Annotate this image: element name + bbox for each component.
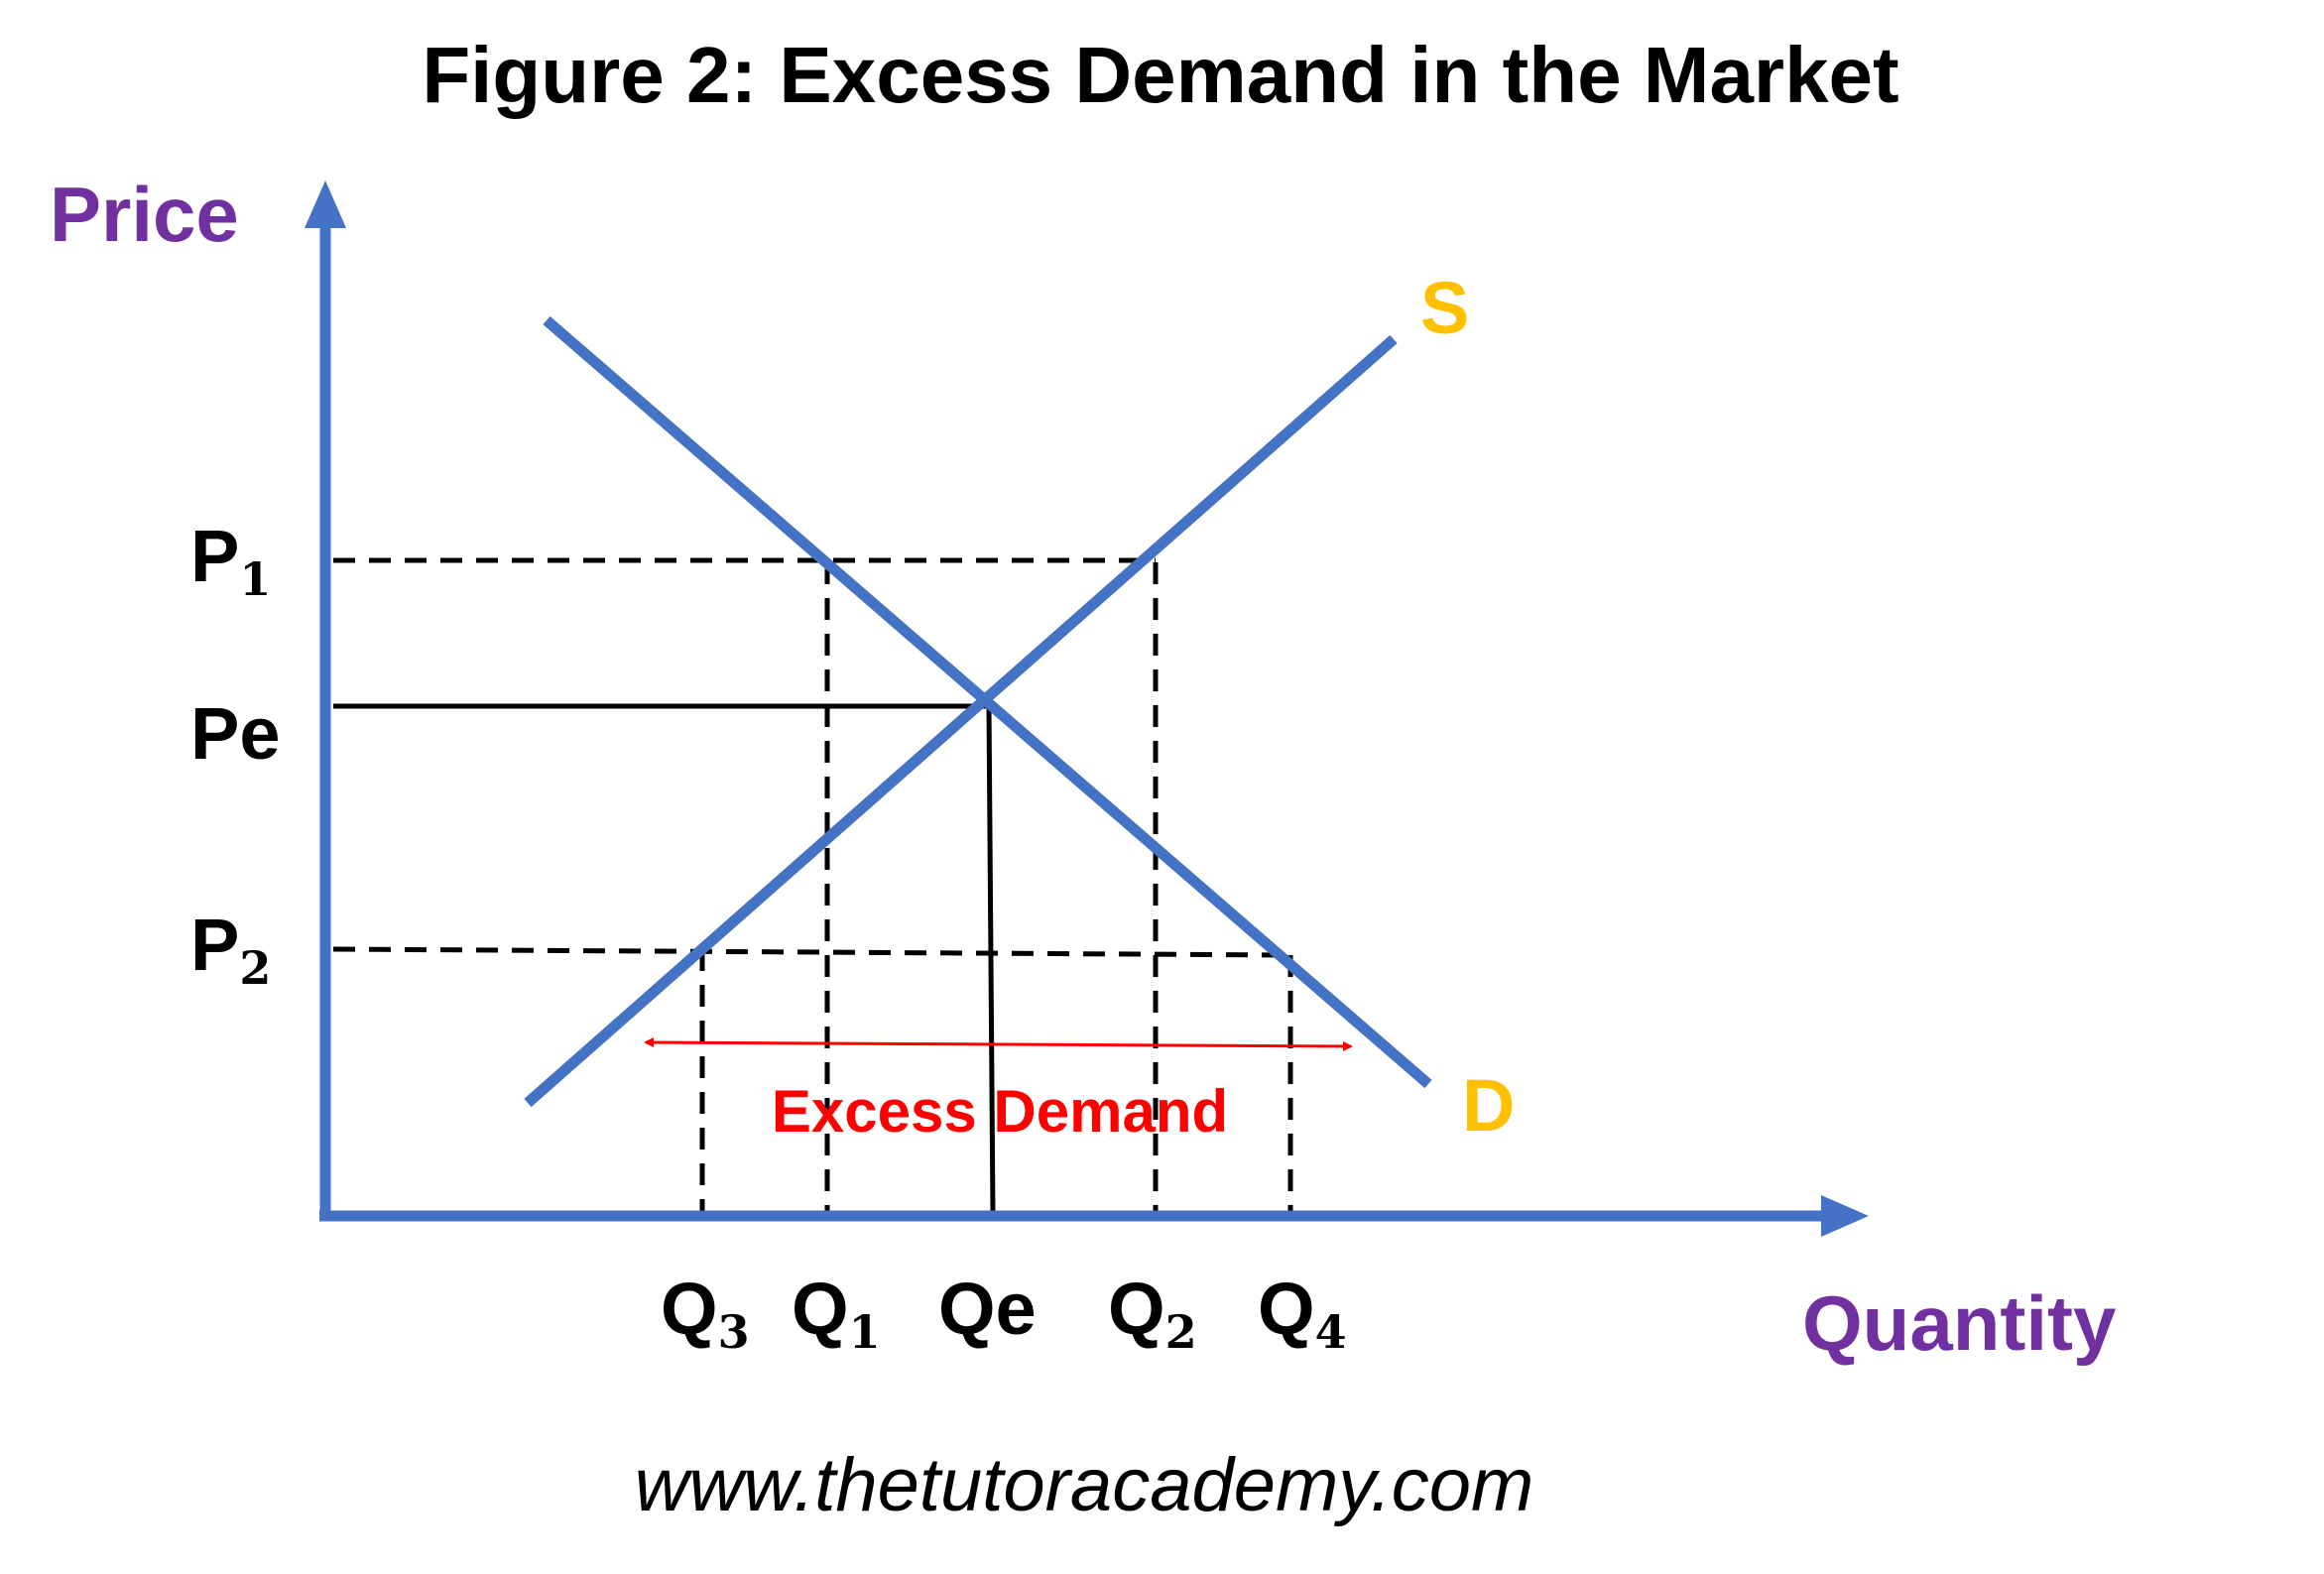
quantity-label-q4: Q4 (1258, 1268, 1347, 1359)
website-footer: www.thetutoracademy.com (635, 1443, 1534, 1527)
price-label-p1: P1 (190, 515, 271, 606)
price-label-pe: Pe (190, 692, 281, 775)
quantity-label-q2: Q2 (1108, 1268, 1197, 1359)
price-label-p2: P2 (190, 904, 271, 995)
p2-guide-line (332, 946, 1291, 958)
figure-title: Figure 2: Excess Demand in the Market (422, 31, 1898, 119)
qe-guide-line (986, 705, 996, 1216)
price-axis-arrowhead (305, 181, 346, 228)
excess-demand-label: Excess Demand (772, 1078, 1228, 1145)
demand-curve (543, 315, 1432, 1089)
demand-label: D (1462, 1064, 1515, 1147)
quantity-axis-arrowhead (1821, 1195, 1869, 1237)
quantity-label-qe: Qe (938, 1268, 1037, 1350)
quantity-label-q1: Q1 (792, 1268, 881, 1359)
x-axis-label: Quantity (1802, 1279, 2116, 1367)
supply-label: S (1420, 267, 1469, 349)
supply-curve (524, 334, 1398, 1108)
quantity-label-q3: Q3 (661, 1268, 750, 1359)
excess-demand-arrow (644, 1037, 1353, 1051)
y-axis-label: Price (50, 171, 239, 258)
